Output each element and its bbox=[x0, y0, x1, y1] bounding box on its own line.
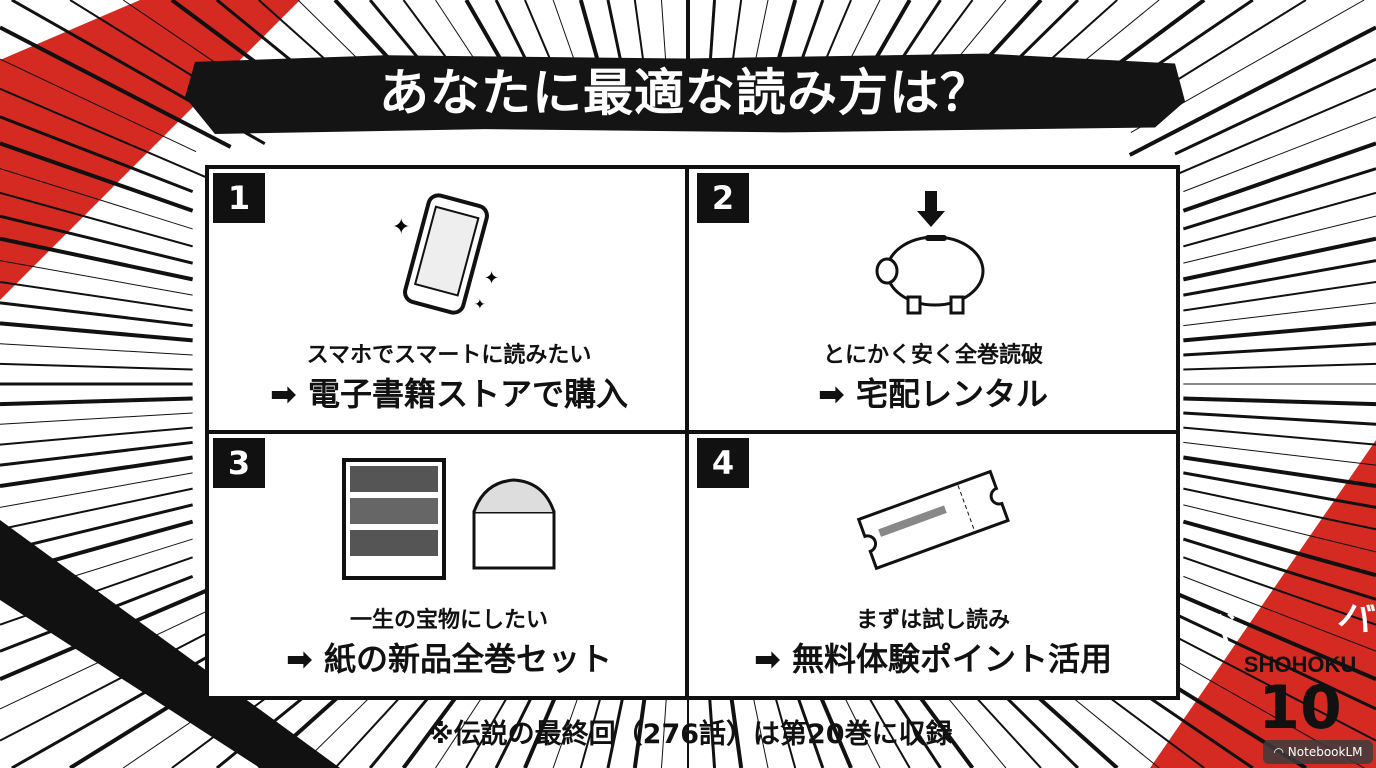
option-card-1: 1 ✦ ✦ ✦ スマホでスマートに読みたい ➡ 電子書籍ストアで購入 bbox=[209, 169, 689, 434]
speed-line bbox=[0, 412, 193, 425]
card-number: 4 bbox=[697, 438, 749, 488]
speed-line bbox=[0, 321, 193, 343]
speed-line bbox=[1182, 236, 1376, 282]
speed-line bbox=[0, 574, 194, 653]
card-recommendation: ➡ 無料体験ポイント活用 bbox=[754, 640, 1112, 678]
speed-line bbox=[0, 455, 193, 489]
title-banner bbox=[185, 53, 1185, 134]
speed-line bbox=[0, 301, 193, 328]
speed-line bbox=[0, 632, 208, 742]
card-recommendation: ➡ 電子書籍ストアで購入 bbox=[270, 375, 628, 413]
speed-line bbox=[0, 280, 193, 312]
speed-line bbox=[1183, 302, 1376, 327]
speed-line bbox=[1171, 611, 1376, 711]
jersey-number: 10 bbox=[1258, 673, 1342, 743]
speed-line bbox=[1183, 441, 1376, 466]
card-condition: 一生の宝物にしたい bbox=[349, 608, 548, 633]
card-number: 2 bbox=[697, 173, 749, 223]
speed-line bbox=[1183, 259, 1376, 297]
speed-line bbox=[1182, 519, 1376, 578]
speed-line bbox=[1183, 342, 1376, 357]
speed-line bbox=[0, 609, 210, 710]
card-condition: とにかく安く全巻読破 bbox=[822, 343, 1043, 368]
speed-line bbox=[1182, 537, 1376, 601]
speed-line bbox=[1183, 321, 1376, 343]
speed-line bbox=[1183, 455, 1376, 489]
speed-line bbox=[1183, 487, 1376, 531]
speed-line bbox=[0, 236, 194, 282]
speed-line bbox=[1183, 215, 1376, 264]
speed-line bbox=[0, 503, 193, 554]
svg-text:✦: ✦ bbox=[484, 268, 499, 289]
speed-line bbox=[1128, 25, 1376, 157]
speed-line bbox=[0, 141, 194, 213]
bookshelf-treasure-icon bbox=[342, 458, 556, 580]
speed-line bbox=[1183, 556, 1376, 626]
speed-line bbox=[0, 440, 193, 467]
footnote: ※伝説の最終回（276話）は第20巻に収録 bbox=[427, 719, 953, 750]
speed-line bbox=[0, 58, 197, 153]
option-card-3: 3 一生の宝物にしたい ➡ 紙の新品全巻セット bbox=[209, 434, 689, 699]
page-title: あなたに最適な読み方は？ bbox=[379, 64, 991, 122]
notebooklm-icon: ◠ bbox=[1273, 745, 1288, 759]
speed-line bbox=[0, 472, 193, 508]
speed-line bbox=[0, 343, 193, 356]
card-condition: まずは試し読み bbox=[855, 608, 1010, 633]
speed-line bbox=[1183, 116, 1376, 193]
speed-line bbox=[1183, 411, 1376, 426]
speed-line bbox=[0, 87, 212, 181]
speed-line bbox=[1183, 191, 1376, 248]
red-stripe-bottom-right bbox=[1150, 440, 1376, 768]
speed-line bbox=[0, 362, 193, 371]
card-recommendation: ➡ 宅配レンタル bbox=[818, 375, 1048, 413]
speed-line bbox=[0, 426, 193, 446]
speed-line bbox=[1183, 280, 1376, 312]
notebooklm-watermark: ◠ NotebookLM bbox=[1263, 740, 1373, 764]
card-condition: スマホでスマートに読みたい bbox=[306, 343, 592, 368]
speed-line bbox=[1183, 362, 1376, 371]
option-card-4: 4 まずは試し読み ➡ 無料体験ポイント活用 bbox=[693, 434, 1173, 699]
speed-line bbox=[1183, 504, 1376, 553]
svg-text:✦: ✦ bbox=[474, 297, 486, 313]
ticket-icon bbox=[856, 469, 1010, 571]
speed-line bbox=[1183, 396, 1376, 407]
speed-line bbox=[0, 115, 194, 194]
speed-line bbox=[1182, 141, 1376, 213]
speed-line bbox=[0, 191, 193, 248]
speed-line bbox=[1182, 167, 1376, 231]
speed-line bbox=[1183, 471, 1376, 509]
speed-line bbox=[0, 214, 193, 265]
speed-line bbox=[0, 519, 194, 578]
speed-line bbox=[0, 260, 193, 296]
card-recommendation: ➡ 紙の新品全巻セット bbox=[286, 640, 612, 678]
speed-line bbox=[0, 396, 193, 407]
speed-line bbox=[1183, 575, 1376, 652]
speed-line bbox=[1174, 57, 1376, 156]
card-number: 1 bbox=[213, 173, 265, 223]
speed-line bbox=[0, 538, 193, 600]
smartphone-icon: ✦ ✦ ✦ bbox=[392, 193, 499, 315]
watermark-text: NotebookLM bbox=[1287, 745, 1363, 759]
speed-line bbox=[0, 585, 214, 682]
speed-line bbox=[1183, 426, 1376, 446]
team-name: SHOHOKU bbox=[1243, 652, 1357, 677]
speed-line bbox=[1155, 583, 1376, 682]
speed-line bbox=[1170, 87, 1376, 178]
speed-line bbox=[0, 168, 193, 230]
speed-line bbox=[0, 25, 232, 149]
card-number: 3 bbox=[213, 438, 265, 488]
shohoku-jersey-logo: ド バ SHOHOKU 10 bbox=[1206, 594, 1376, 743]
speed-line bbox=[0, 487, 193, 531]
piggy-bank-icon bbox=[875, 191, 985, 315]
grid-divider-horizontal bbox=[205, 430, 1180, 434]
option-card-2: 2 とにかく安く全巻読破 ➡ 宅配レンタル bbox=[693, 169, 1173, 434]
svg-text:✦: ✦ bbox=[392, 215, 410, 240]
speed-line bbox=[0, 556, 193, 626]
